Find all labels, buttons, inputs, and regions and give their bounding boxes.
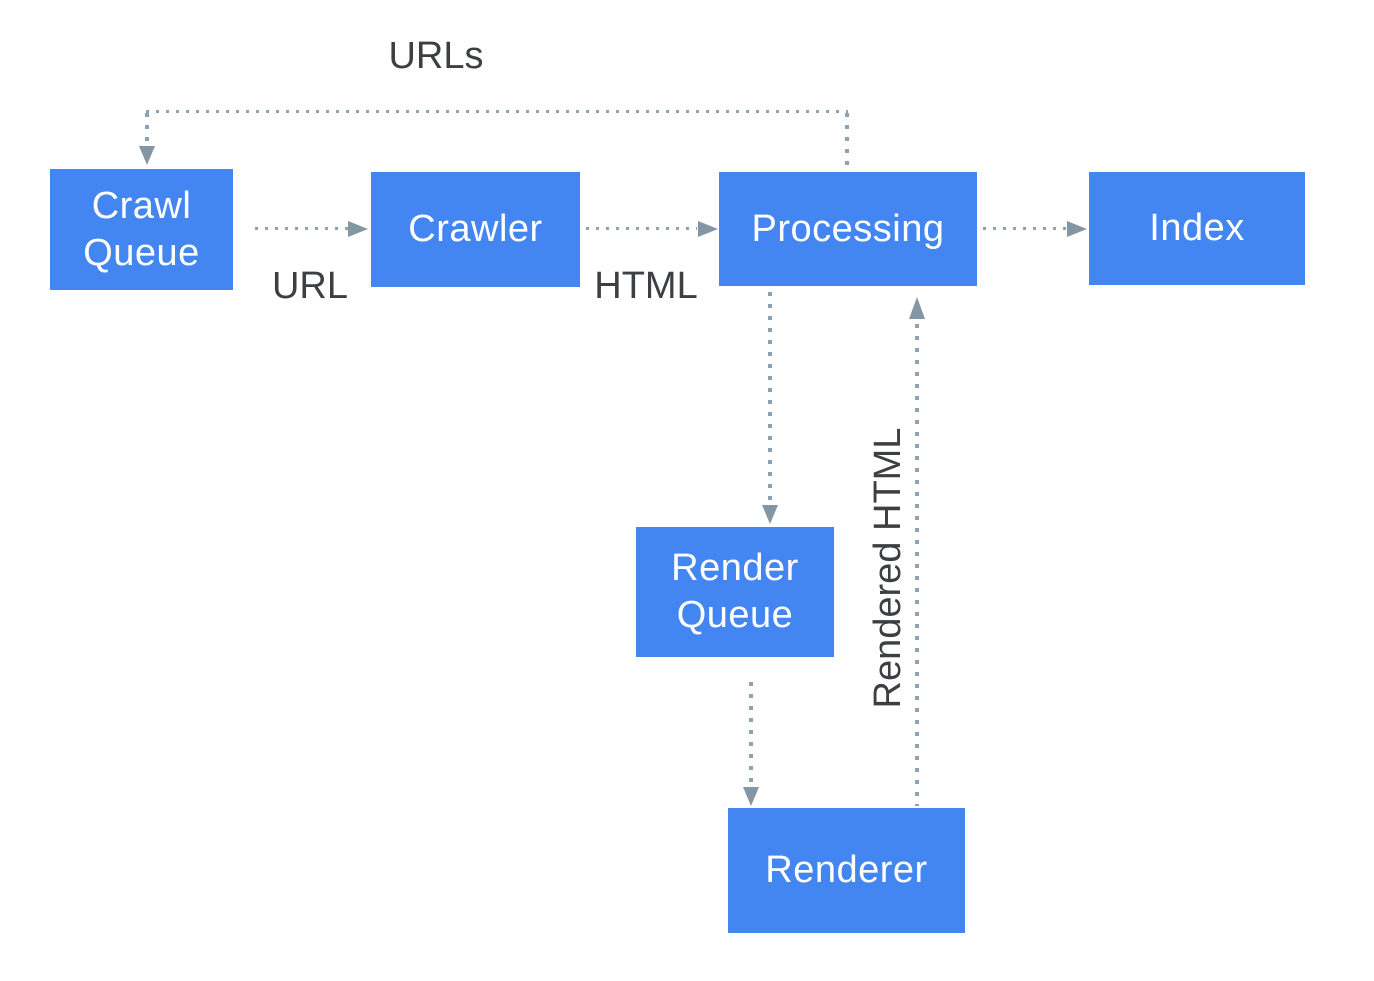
edge-renderer-to-processing xyxy=(915,324,919,806)
node-render-queue-label: Render Queue xyxy=(671,547,799,636)
edge-processing-to-index xyxy=(983,227,1067,230)
node-index-label: Index xyxy=(1149,207,1245,249)
edge-processing-to-urls-loop-vertical xyxy=(845,113,849,169)
arrowhead-down-into-renderer-icon xyxy=(743,787,759,806)
node-renderer: Renderer xyxy=(728,808,965,933)
arrowhead-right-into-index-icon xyxy=(1067,221,1087,237)
arrowhead-right-into-crawler-icon xyxy=(348,221,368,237)
node-processing: Processing xyxy=(719,172,977,286)
edge-crawler-to-processing xyxy=(586,227,697,230)
edge-label-url: URL xyxy=(271,265,349,307)
edge-label-rendered-html: Rendered HTML xyxy=(867,427,909,709)
edge-urls-loop-horizontal xyxy=(146,110,848,113)
arrowhead-down-into-crawl-queue-icon xyxy=(139,146,155,165)
node-index: Index xyxy=(1089,172,1305,285)
arrowhead-up-into-processing-icon xyxy=(909,297,925,319)
edge-label-html: HTML xyxy=(594,265,698,307)
arrowhead-right-into-processing-icon xyxy=(698,221,718,237)
edge-crawl-queue-to-crawler xyxy=(255,227,348,230)
node-crawler-label: Crawler xyxy=(408,208,543,250)
edge-urls-loop-to-crawl-queue-vertical xyxy=(145,113,149,145)
edge-processing-to-render-queue xyxy=(768,292,772,502)
node-render-queue: Render Queue xyxy=(636,527,834,657)
node-renderer-label: Renderer xyxy=(765,849,928,891)
node-crawl-queue-label: Crawl Queue xyxy=(83,184,200,274)
edge-label-urls: URLs xyxy=(388,35,484,77)
edge-render-queue-to-renderer xyxy=(749,682,753,784)
node-processing-label: Processing xyxy=(751,207,945,250)
node-crawler: Crawler xyxy=(371,172,580,287)
arrowhead-down-into-render-queue-icon xyxy=(762,505,778,524)
node-crawl-queue: Crawl Queue xyxy=(50,169,233,290)
